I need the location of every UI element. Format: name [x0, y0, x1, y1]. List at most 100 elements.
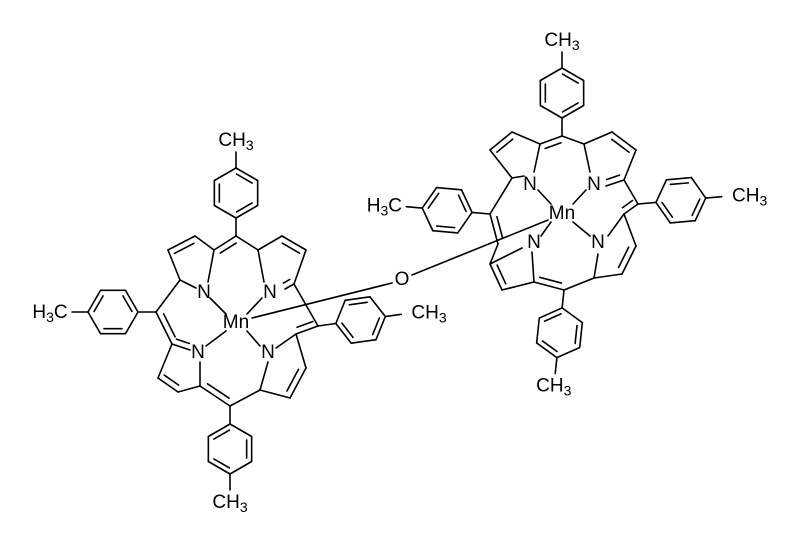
aryl-bond — [561, 289, 565, 309]
bond — [489, 149, 513, 179]
bond-inner — [496, 138, 514, 153]
tolyl-ring-bond — [335, 299, 346, 325]
aryl-bond — [317, 322, 337, 327]
bond — [293, 249, 307, 285]
bond-lines — [71, 51, 723, 491]
bond — [531, 251, 535, 283]
bond — [275, 333, 297, 349]
bond — [607, 213, 625, 237]
bond — [489, 247, 523, 265]
tolyl-ring-bond — [578, 321, 584, 349]
methyl-bond — [384, 313, 402, 318]
bond — [295, 325, 319, 335]
tolyl-ring-bond-inner — [669, 182, 690, 186]
bond — [489, 243, 499, 265]
tolyl-ring-bond-inner — [661, 201, 674, 218]
tolyl-ring-bond — [87, 311, 102, 335]
methyl-label: CH3 — [536, 375, 571, 399]
tolyl-ring-bond-inner — [213, 458, 231, 469]
methyl-label: CH3 — [732, 185, 767, 209]
bond-inner — [544, 141, 562, 150]
methyl-label: CH3 — [544, 30, 579, 54]
nitrogen-atom-left-2: N — [263, 282, 277, 303]
n-mn-bond — [246, 330, 261, 347]
tolyl-ring-bond-inner — [213, 429, 231, 440]
bond — [207, 249, 215, 283]
methyl-bond — [704, 195, 723, 199]
tolyl-ring-bond — [213, 204, 237, 219]
bond — [623, 203, 639, 215]
bond — [563, 277, 595, 291]
tolyl-ring-bond-inner — [122, 295, 133, 313]
tolyl-ring-bond-inner — [561, 73, 579, 84]
tolyl-ring-bond — [235, 167, 259, 182]
tolyl-ring-bond — [229, 460, 253, 475]
oxygen-atom: O — [395, 269, 410, 290]
bond-inner — [173, 242, 195, 255]
bond-inner — [610, 138, 630, 154]
tolyl-ring-bond — [375, 315, 387, 341]
tolyl-ring-bond — [561, 307, 584, 324]
bond — [259, 389, 291, 399]
tolyl-ring-bond-inner — [427, 192, 440, 209]
mn-atom-right: Mn — [549, 203, 575, 224]
bond-inner — [219, 242, 237, 254]
bond — [179, 279, 197, 289]
bond — [167, 235, 196, 251]
tolyl-ring-bond-inner — [543, 313, 562, 323]
bond — [561, 135, 585, 145]
tolyl-ring-bond — [350, 338, 377, 344]
tolyl-ring-bond — [124, 289, 139, 313]
tolyl-ring-bond — [213, 167, 237, 182]
bond — [583, 131, 613, 145]
tolyl-ring-bond — [456, 211, 473, 234]
bond — [489, 263, 503, 291]
tolyl-ring-bond — [665, 176, 693, 181]
n-mn-bond — [572, 221, 591, 237]
tolyl-ring-bond — [207, 423, 231, 438]
bond — [199, 385, 231, 407]
bond-inner — [175, 338, 191, 345]
bond-inner — [496, 215, 504, 240]
n-mn-bond — [537, 189, 552, 205]
bond — [533, 143, 541, 173]
methyl-label: CH3 — [218, 130, 253, 154]
bond — [605, 179, 625, 187]
tolyl-ring-bond-inner — [541, 340, 558, 353]
tolyl-ring-bond — [421, 207, 434, 232]
nitrogen-atom-left-3: N — [261, 342, 275, 363]
tolyl-ring-bond — [335, 322, 353, 344]
tolyl-ring-bond — [535, 342, 558, 359]
methyl-label: CH3 — [411, 302, 446, 326]
n-mn-bond — [572, 189, 587, 205]
tolyl-ring-bond-inner — [561, 102, 579, 113]
bond-inner — [163, 374, 180, 386]
bond — [259, 361, 269, 391]
tolyl-ring-bond-inner — [691, 198, 701, 217]
bond — [157, 377, 179, 393]
tolyl-ring-bond — [669, 219, 696, 224]
bond-inner — [496, 264, 507, 285]
bond — [257, 249, 265, 283]
tolyl-ring-bond — [535, 317, 541, 344]
tolyl-ring-bond — [207, 460, 231, 475]
bond-inner — [621, 199, 634, 209]
bond — [167, 249, 181, 281]
tolyl-ring-bond — [344, 296, 371, 302]
tolyl-ring-bond — [435, 186, 463, 191]
bond-inner — [617, 246, 630, 269]
bond-inner — [286, 368, 300, 392]
tolyl-ring-bond — [460, 188, 473, 214]
bond — [257, 235, 283, 251]
nitrogen-atom-right-3: N — [591, 232, 605, 253]
bond — [611, 131, 637, 151]
tolyl-ring-bond — [235, 204, 259, 219]
mn-o-bond — [251, 282, 393, 319]
tolyl-ring-bond-inner — [235, 202, 253, 213]
tolyl-ring-bond — [556, 346, 581, 359]
methyl-label: CH3 — [212, 492, 247, 516]
tolyl-ring-bond-inner — [435, 225, 456, 229]
bond — [539, 135, 563, 145]
